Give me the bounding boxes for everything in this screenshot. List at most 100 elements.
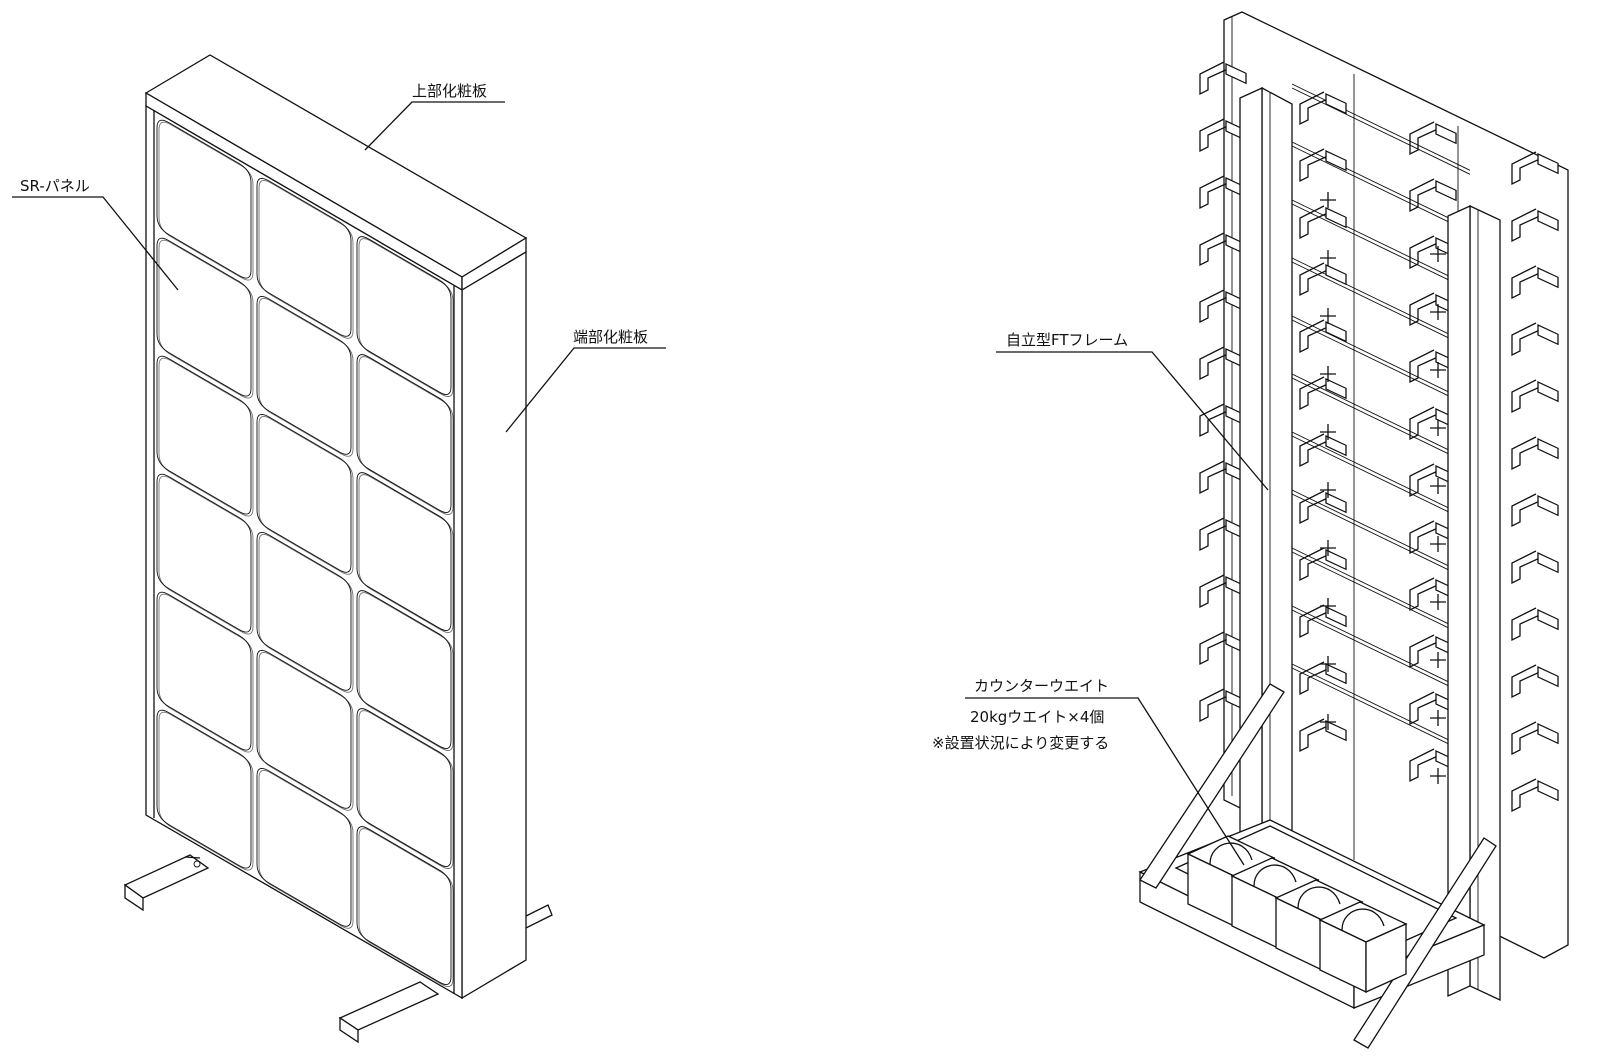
vertical-column-right: [1447, 204, 1501, 1002]
hook-bracket: [1299, 91, 1331, 126]
front-frame: [145, 104, 463, 1000]
clip-block: [1325, 435, 1347, 457]
hook-bracket: [1409, 349, 1441, 384]
label-counterweight-spec: 20kgウエイト×4個: [970, 708, 1104, 726]
hook-bracket: [1199, 460, 1231, 495]
left-leaders: [12, 101, 666, 433]
clip-block: [1537, 609, 1559, 631]
sr-panel-tile-edge: [258, 179, 354, 339]
sr-panel-tile: [156, 119, 252, 279]
sr-panel-tile: [356, 708, 452, 867]
horizontal-rail: [1291, 83, 1471, 171]
label-counterweight-note: ※設置状況により変更する: [932, 734, 1109, 752]
sr-panel-grid: [156, 119, 454, 987]
clip-block: [1537, 267, 1559, 289]
hook-bracket: [1409, 463, 1441, 498]
clip-block: [1537, 324, 1559, 346]
hook-bracket: [1199, 61, 1231, 96]
horizontal-rail-edge: [1291, 435, 1471, 523]
hook-bracket: [1199, 175, 1231, 210]
hook-bracket: [1199, 517, 1231, 552]
hook-bracket: [1299, 661, 1331, 696]
hook-bracket: [1511, 778, 1543, 813]
hook-bracket: [1199, 346, 1231, 381]
hook-bracket: [1199, 631, 1231, 666]
clip-block: [1325, 207, 1347, 229]
hook-bracket: [1299, 490, 1331, 525]
hook-bracket: [1299, 148, 1331, 183]
sr-panel-tile-edge: [258, 415, 354, 575]
horizontal-rail-edge: [1291, 145, 1471, 233]
end-cover-panel: [461, 250, 527, 1000]
sr-panel-tile: [356, 236, 452, 395]
sr-panel-tile-edge: [158, 593, 254, 753]
clip-block: [1537, 381, 1559, 403]
cross-joint: [1320, 656, 1336, 672]
base-foot-right: [338, 904, 553, 1044]
horizontal-rail-edge: [1291, 319, 1471, 407]
hook-bracket: [1511, 664, 1543, 699]
sr-panel-tile: [356, 590, 452, 749]
horizontal-rail: [1291, 605, 1471, 693]
hook-bracket: [1199, 289, 1231, 324]
horizontal-rail-edge: [1291, 493, 1471, 581]
cross-joint: [1320, 424, 1336, 440]
clip-block: [1325, 378, 1347, 400]
clip-block: [1537, 666, 1559, 688]
sr-panel-tile: [156, 709, 252, 869]
sr-panel-tile-edge: [258, 651, 354, 811]
sr-panel-tile-edge: [258, 533, 354, 693]
sr-panel-tile: [256, 767, 352, 927]
sr-panel-tile-edge: [358, 474, 454, 633]
cross-joint: [1430, 478, 1446, 494]
clip-block: [1325, 606, 1347, 628]
cross-joint: [1320, 366, 1336, 382]
hook-bracket: [1299, 205, 1331, 240]
cross-joint: [1430, 768, 1446, 784]
horizontal-rail-edge: [1291, 261, 1471, 349]
cross-joint: [1430, 246, 1446, 262]
hook-bracket: [1299, 604, 1331, 639]
hook-bracket: [1199, 118, 1231, 153]
cross-joint: [1320, 714, 1336, 730]
hook-bracket: [1511, 436, 1543, 471]
horizontal-rail: [1291, 373, 1471, 461]
horizontal-rail-edge: [1291, 609, 1471, 697]
hook-bracket: [1511, 721, 1543, 756]
clip-block: [1325, 93, 1347, 115]
clip-block: [1537, 495, 1559, 517]
horizontal-rail-edge: [1291, 203, 1471, 291]
hook-bracket: [1409, 178, 1441, 213]
diagonal-brace-right: [1353, 837, 1497, 1049]
hook-bracket: [1199, 574, 1231, 609]
label-sr-panel: SR-パネル: [20, 177, 90, 195]
cross-joint: [1430, 594, 1446, 610]
clip-block: [1537, 153, 1559, 175]
cross-joint: [1320, 250, 1336, 266]
sr-panel-tile-edge: [158, 711, 254, 871]
horizontal-rail: [1291, 489, 1471, 577]
right-frame-view: [1138, 11, 1569, 1049]
hook-bracket: [1409, 292, 1441, 327]
hook-bracket: [1409, 634, 1441, 669]
hook-bracket: [1409, 748, 1441, 783]
vertical-column-left: [1239, 86, 1293, 882]
hook-bracket: [1409, 406, 1441, 441]
horizontal-rail-edge: [1291, 551, 1471, 639]
sr-panel-tile-edge: [358, 592, 454, 751]
clip-block: [1225, 63, 1247, 85]
hook-bracket: [1511, 493, 1543, 528]
hook-bracket: [1409, 520, 1441, 555]
cross-joint: [1430, 420, 1446, 436]
sr-panel-tile: [156, 591, 252, 751]
clip-block: [1537, 210, 1559, 232]
horizontal-rail: [1291, 663, 1471, 751]
hook-bracket: [1511, 550, 1543, 585]
sr-panel-tile-edge: [358, 710, 454, 869]
label-top-cover: 上部化粧板: [412, 82, 487, 100]
hook-bracket: [1511, 607, 1543, 642]
clip-block: [1325, 321, 1347, 343]
hook-bracket: [1409, 691, 1441, 726]
cross-joint: [1320, 192, 1336, 208]
label-ft-frame: 自立型FTフレーム: [1006, 331, 1128, 349]
